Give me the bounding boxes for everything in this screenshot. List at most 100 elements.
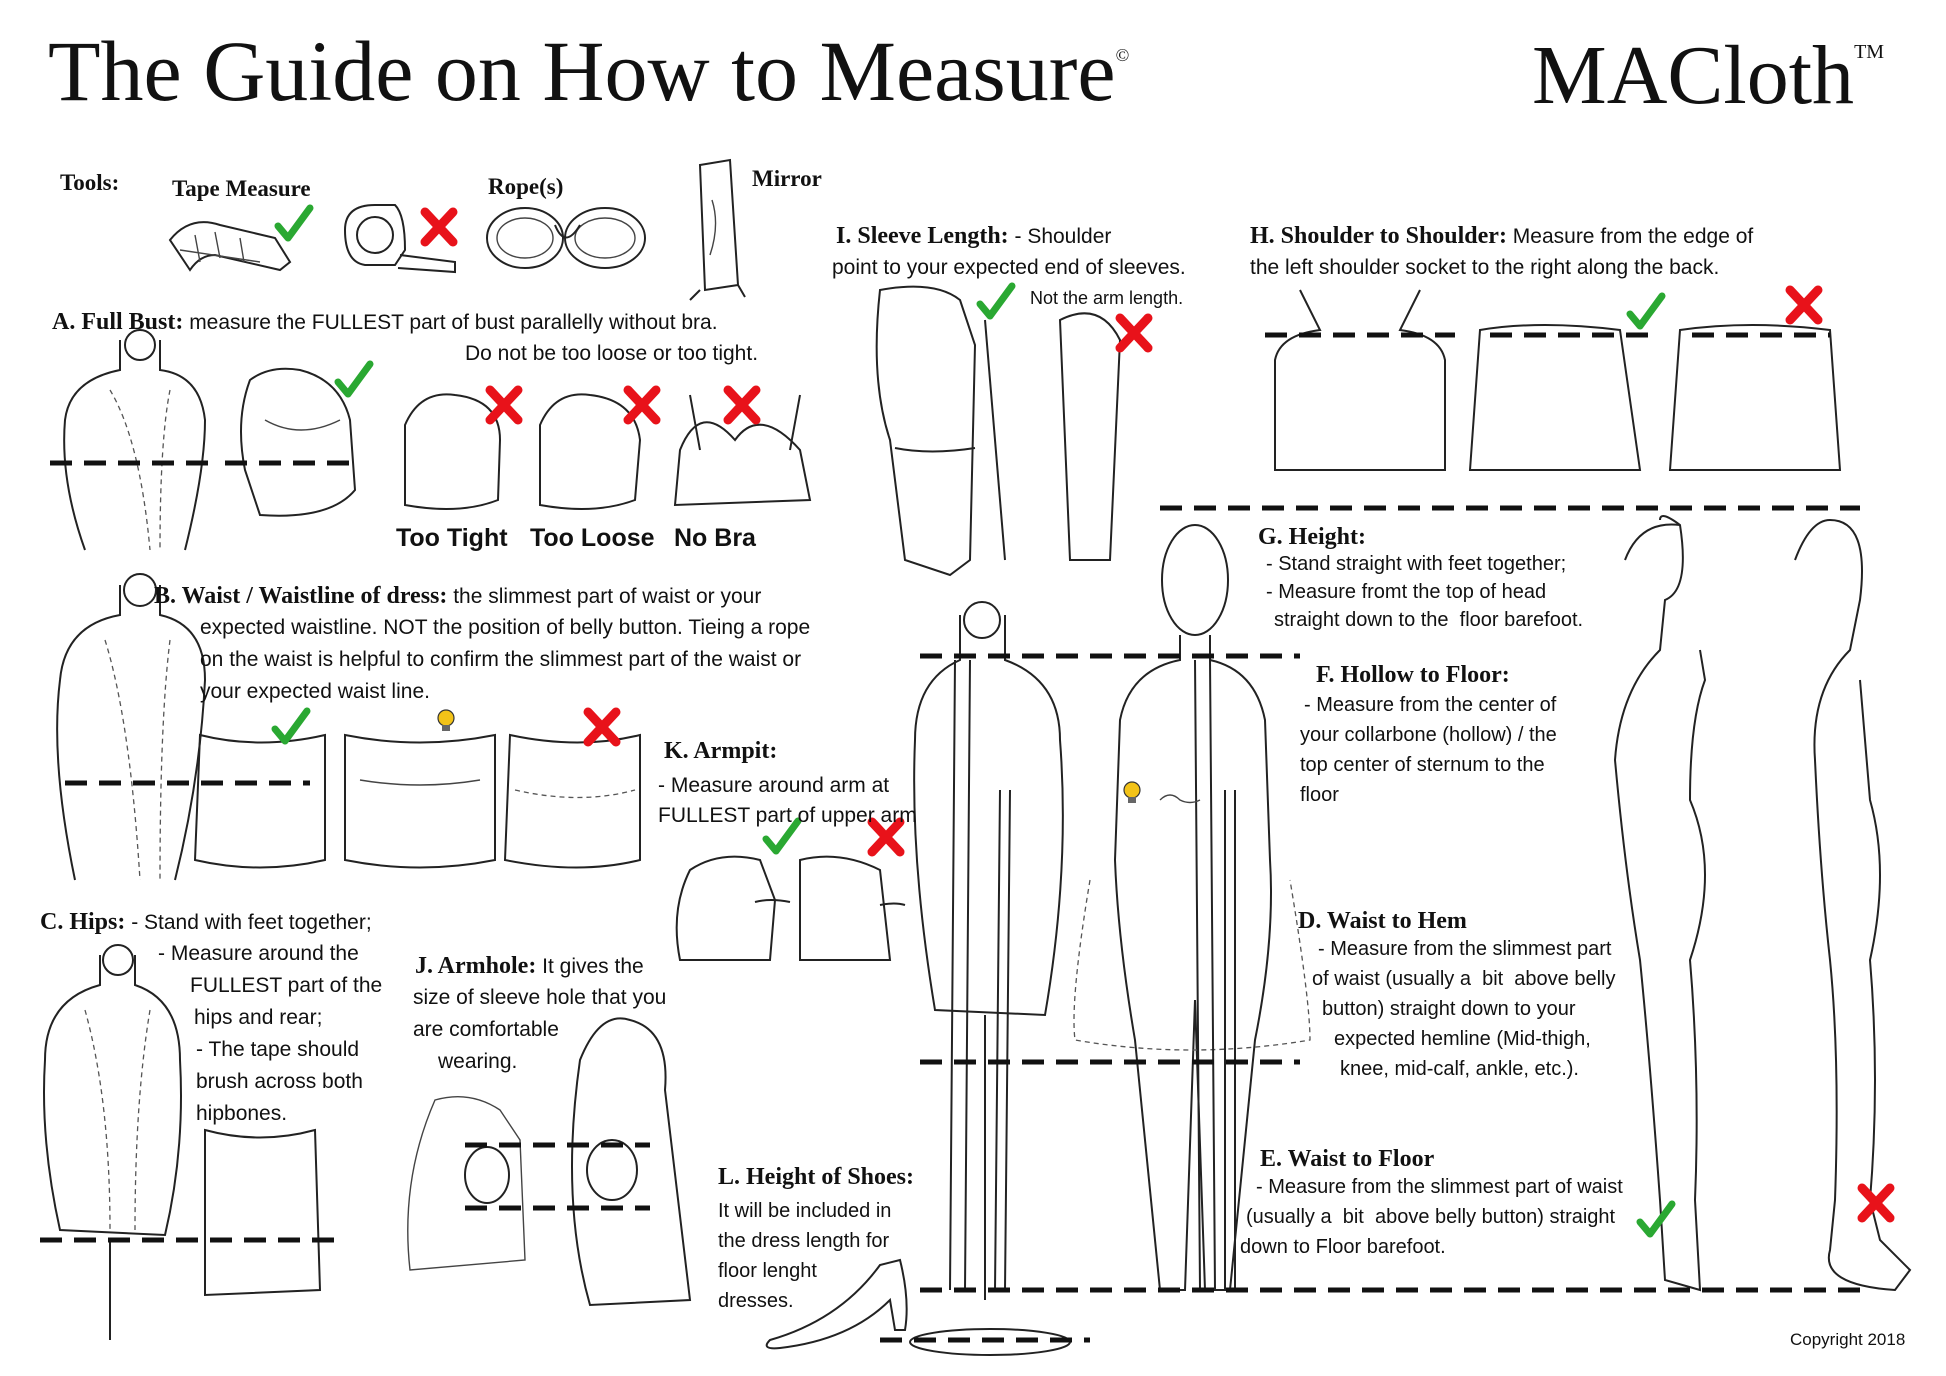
section-c-line1: C. Hips: - Stand with feet together; [40,909,372,935]
armpit-figure [675,855,906,961]
section-k-line2: FULLEST part of upper arm [658,804,917,827]
section-d-line2: of waist (usually a bit above belly [1312,968,1616,990]
section-h-line1: H. Shoulder to Shoulder: Measure from th… [1250,223,1754,249]
section-h-line2: the left shoulder socket to the right al… [1250,256,1720,279]
hips-figure-closeup [204,1128,322,1297]
section-f-title: F. Hollow to Floor: [1316,662,1510,688]
tape-measure-label: Tape Measure [172,176,311,201]
section-c-line7: hipbones. [196,1102,288,1125]
section-i-line1: I. Sleeve Length: - Shoulder [836,223,1112,249]
cross-mark-icon [1790,290,1818,320]
cross-mark-icon [490,390,518,420]
bust-figure-correct [240,367,357,517]
section-e-line3: down to Floor barefoot. [1240,1236,1446,1258]
section-b-line1: B. Waist / Waistline of dress: the slimm… [154,583,762,609]
rope-icon [486,207,646,269]
cross-mark-icon [728,390,756,420]
cross-mark-icon [1862,1188,1890,1218]
bust-figure-too-loose [539,393,642,510]
brand-logo: MAClothTM [1532,29,1885,122]
cross-mark-icon [425,212,453,242]
section-j-line3: are comfortable [413,1018,559,1041]
side-profile-figure-front [1613,515,1707,1292]
section-k-line1: - Measure around arm at [658,774,890,797]
section-l-line3: floor lenght [718,1260,817,1282]
section-d-line1: - Measure from the slimmest part [1318,938,1612,960]
section-l-title: L. Height of Shoes: [718,1164,915,1190]
section-c-line6: brush across both [196,1070,363,1093]
sleeve-length-figure [875,285,1122,577]
lightbulb-icon [437,709,455,732]
mirror-icon [689,158,746,301]
check-mark-icon [278,208,310,238]
too-loose-label: Too Loose [530,524,655,552]
cross-mark-icon [1120,318,1148,348]
section-g-line2: - Measure fromt the top of head [1266,581,1547,603]
bust-figure-too-tight [404,393,502,510]
bra-figure [673,394,812,507]
section-g-line3: straight down to the floor barefoot. [1274,609,1584,631]
section-d-line3: button) straight down to your [1322,998,1576,1020]
section-f-line3: top center of sternum to the [1300,754,1545,776]
tools-label: Tools: [60,170,120,195]
section-l-line1: It will be included in [718,1200,892,1222]
section-k-title: K. Armpit: [664,738,778,764]
waist-figure-wrong [503,733,641,869]
section-j-line4: wearing. [438,1050,518,1073]
section-i-line2: point to your expected end of sleeves. [832,256,1186,279]
section-a-line1: A. Full Bust: measure the FULLEST part o… [52,309,718,335]
section-a-line2: Do not be too loose or too tight. [465,342,759,365]
section-e-title: E. Waist to Floor [1260,1146,1435,1172]
section-d-line4: expected hemline (Mid-thigh, [1334,1028,1591,1050]
cross-mark-icon [628,390,656,420]
check-mark-icon [275,711,307,741]
cross-mark-icon [588,712,616,742]
section-c-line3: FULLEST part of the [190,974,383,997]
section-c-line2: - Measure around the [158,942,359,965]
dress-form-bust-figure [63,329,207,551]
shoulder-figures [1274,289,1842,471]
page-title: The Guide on How to Measure© [48,23,1130,119]
rope-label: Rope(s) [488,174,564,199]
section-c-line5: - The tape should [196,1038,360,1061]
side-profile-figure-back [1794,519,1912,1292]
tape-reel-icon [343,204,456,274]
section-g-line1: - Stand straight with feet together; [1266,553,1567,575]
copyright-text: Copyright 2018 [1790,1330,1906,1349]
dress-form-stand-figure [909,601,1071,1356]
section-b-line2: expected waistline. NOT the position of … [200,616,811,639]
section-g-title: G. Height: [1258,524,1366,550]
section-l-line2: the dress length for [718,1230,890,1252]
section-f-line4: floor [1300,784,1339,806]
check-mark-icon [1640,1204,1672,1234]
section-j-line1: J. Armhole: It gives the [415,953,644,979]
section-e-line1: - Measure from the slimmest part of wais… [1256,1176,1623,1198]
check-mark-icon [338,364,370,394]
mirror-label: Mirror [752,166,822,191]
high-heel-shoe-icon [765,1258,908,1350]
too-tight-label: Too Tight [396,524,508,552]
waist-figure-rope [344,733,496,869]
section-i-note: Not the arm length. [1030,288,1184,308]
section-b-line4: your expected waist line. [200,680,430,703]
section-f-line1: - Measure from the center of [1304,694,1557,716]
section-l-line4: dresses. [718,1290,794,1312]
tape-measure-icon [168,221,292,272]
section-j-line2: size of sleeve hole that you [413,986,667,1009]
dress-form-hips-figure [43,944,182,1340]
waist-figure-correct [193,733,326,869]
section-b-line3: on the waist is helpful to confirm the s… [200,648,802,671]
section-f-line2: your collarbone (hollow) / the [1300,724,1557,746]
lightbulb-icon [1123,781,1141,804]
section-c-line4: hips and rear; [194,1006,323,1029]
check-mark-icon [1630,296,1662,326]
armhole-figure [407,1017,692,1307]
dress-form-waist-figure [56,573,207,881]
section-d-line5: knee, mid-calf, ankle, etc.). [1340,1058,1579,1080]
standing-female-figure [1073,524,1311,1291]
no-bra-label: No Bra [674,524,756,552]
check-mark-icon [980,286,1012,316]
section-d-title: D. Waist to Hem [1298,908,1467,934]
section-e-line2: (usually a bit above belly button) strai… [1246,1206,1616,1228]
